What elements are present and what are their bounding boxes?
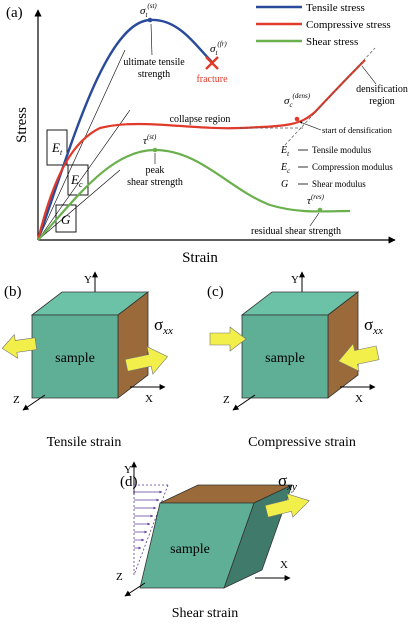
compression-modulus-line bbox=[37, 109, 131, 241]
b-sample-label: sample bbox=[55, 351, 95, 366]
c-sample-label: sample bbox=[265, 351, 305, 366]
residual-shear-point bbox=[317, 207, 323, 213]
ultimate-tensile-label-2: strength bbox=[138, 69, 170, 80]
b-y-label: Y bbox=[84, 274, 92, 286]
moduli-desc-ec: Compression modulus bbox=[312, 162, 393, 172]
d-z-label: Z bbox=[116, 571, 123, 583]
compressive-curve bbox=[36, 59, 366, 241]
b-cube-front bbox=[31, 314, 119, 399]
collapse-region-label: collapse region bbox=[170, 114, 231, 125]
panel-d-label: (d) bbox=[120, 474, 138, 490]
start-densification-arrow bbox=[299, 121, 322, 131]
x-axis-label: Strain bbox=[182, 250, 218, 266]
d-z-axis bbox=[124, 582, 146, 597]
panel-a-label: (a) bbox=[6, 5, 23, 21]
panel-b-label: (b) bbox=[4, 284, 22, 300]
d-shear-arrow bbox=[264, 493, 310, 518]
peak-shear-label-1: peak bbox=[146, 165, 165, 176]
moduli-sym-ec: Ec bbox=[280, 162, 291, 175]
start-densification-label: start of densification bbox=[322, 125, 393, 135]
panel-c: (c) Y sample Z X σxx Compressive strain bbox=[207, 271, 383, 450]
c-cube-front bbox=[241, 314, 329, 399]
sigma-t-fr-label: σt(fr) bbox=[210, 40, 227, 57]
c-x-label: X bbox=[355, 393, 363, 405]
c-caption: Compressive strain bbox=[248, 435, 356, 450]
fracture-label: fracture bbox=[196, 74, 228, 85]
moduli-sym-et: Et bbox=[280, 145, 290, 158]
moduli-desc-g: Shear modulus bbox=[312, 179, 366, 189]
c-right-arrow bbox=[337, 343, 380, 372]
c-z-label: Z bbox=[223, 394, 230, 406]
moduli-legend: Et Tensile modulus Ec Compression modulu… bbox=[280, 145, 393, 190]
densification-tangent-dash bbox=[284, 47, 376, 146]
legend-label-tensile: Tensile stress bbox=[306, 2, 365, 14]
sigma-t-st-label: σt(st) bbox=[140, 2, 157, 19]
tau-res-label: τ(res) bbox=[307, 193, 325, 207]
et-box-label: Et bbox=[51, 140, 63, 157]
g-box-label: G bbox=[61, 212, 71, 227]
b-z-label: Z bbox=[13, 394, 20, 406]
tau-st-label: τ(st) bbox=[143, 133, 157, 147]
b-caption: Tensile strain bbox=[47, 435, 122, 450]
et-box bbox=[46, 129, 68, 166]
b-z-axis bbox=[22, 394, 46, 411]
b-x-label: X bbox=[145, 393, 153, 405]
densification-leader bbox=[361, 65, 377, 85]
residual-leader bbox=[309, 212, 320, 227]
legend-label-shear: Shear stress bbox=[306, 36, 358, 48]
legend-label-compressive: Compressive stress bbox=[306, 19, 391, 31]
moduli-sym-g: G bbox=[281, 179, 288, 190]
d-x-label: X bbox=[280, 559, 288, 571]
peak-shear-label-2: shear strength bbox=[127, 177, 183, 188]
shear-modulus-line bbox=[37, 169, 121, 241]
tensile-modulus-line bbox=[37, 49, 126, 241]
panel-c-label: (c) bbox=[207, 284, 224, 300]
b-sigma-label: σxx bbox=[154, 315, 173, 337]
panel-b: (b) Y sample Z X σxx Tensile strain bbox=[1, 271, 173, 450]
ultimate-leader bbox=[150, 23, 153, 56]
y-axis-label: Stress bbox=[14, 107, 30, 143]
c-y-label: Y bbox=[291, 274, 299, 286]
d-y-label: Y bbox=[124, 464, 132, 476]
ultimate-tensile-label-1: ultimate tensile bbox=[123, 57, 185, 68]
residual-shear-label: residual shear strength bbox=[251, 226, 341, 237]
moduli-desc-et: Tensile modulus bbox=[312, 145, 372, 155]
c-z-axis bbox=[232, 394, 256, 411]
b-right-arrow bbox=[124, 346, 169, 375]
panel-a: (a) Stress Strain Et Ec G bbox=[6, 2, 408, 266]
tensile-peak-point bbox=[147, 17, 153, 23]
shear-distribution-arrows bbox=[133, 484, 169, 576]
b-left-arrow bbox=[1, 333, 38, 359]
c-left-arrow bbox=[209, 326, 247, 352]
c-sigma-label: σxx bbox=[364, 315, 383, 337]
sigma-c-dens-label: σc(dens) bbox=[284, 92, 311, 109]
ec-box-label: Ec bbox=[70, 172, 83, 189]
d-sample-label: sample bbox=[170, 542, 210, 557]
d-caption: Shear strain bbox=[172, 606, 238, 621]
panel-d: (d) Y sample Z X σxy Shear strain bbox=[116, 461, 310, 621]
curve-legend: Tensile stress Compressive stress Shear … bbox=[256, 2, 391, 48]
densification-label-1: densification bbox=[356, 84, 408, 95]
d-block-front bbox=[139, 502, 255, 589]
densification-start-point bbox=[294, 116, 300, 122]
d-sigma-label: σxy bbox=[278, 471, 297, 493]
shear-peak-point bbox=[152, 147, 158, 153]
shear-curve bbox=[37, 148, 351, 241]
fracture-icon bbox=[205, 56, 219, 70]
densification-label-2: region bbox=[369, 96, 395, 107]
